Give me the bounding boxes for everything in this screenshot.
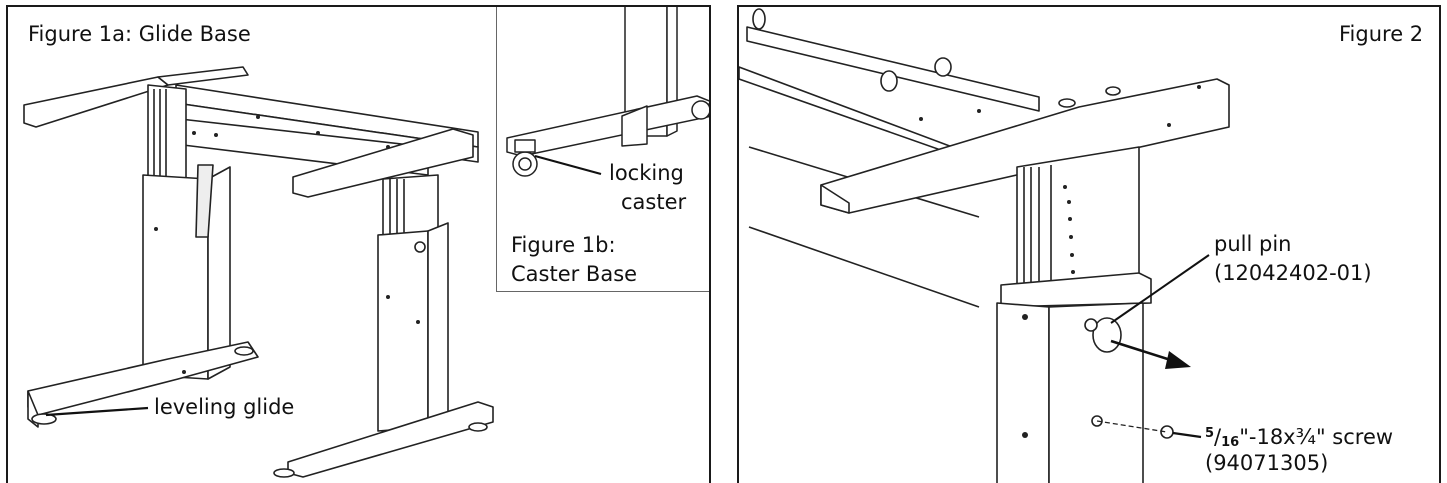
leveling-glide-leader	[45, 406, 149, 417]
figure-2-title: Figure 2	[1339, 22, 1424, 46]
pull-pin-part-number: (12042402-01)	[1214, 261, 1372, 285]
figure-1b-inset: locking caster Figure 1b: Caster Base	[496, 7, 709, 292]
pull-pin-label-line1: pull pin	[1214, 232, 1292, 256]
screw-leader	[1172, 431, 1202, 439]
figure-2-panel: Figure 2 pull pin (12042402-01) 5/16"-18…	[737, 5, 1441, 483]
screw-fraction-numerator: 5	[1205, 426, 1215, 441]
screw-spec: "-18x¾" screw	[1239, 425, 1394, 449]
pull-direction-arrow	[1110, 339, 1178, 364]
figure-1b-caption-line2: Caster Base	[511, 262, 638, 286]
caster-base-drawing	[506, 7, 709, 177]
locking-caster-label-line2: caster	[621, 190, 687, 214]
pull-arrowhead	[1165, 351, 1191, 369]
pull-pin-leader	[1110, 254, 1210, 324]
figure-1a-panel: Figure 1a: Glide Base leveling glide loc…	[6, 5, 711, 483]
glide-base-drawing	[23, 66, 494, 478]
column-pull-pin-drawing	[739, 8, 1230, 483]
screw-part-number: (94071305)	[1205, 451, 1329, 475]
locking-caster-label-line1: locking	[609, 161, 684, 185]
leveling-glide-label: leveling glide	[154, 395, 295, 419]
locking-caster-leader	[534, 154, 602, 176]
figure-1b-caption-line1: Figure 1b:	[511, 233, 616, 257]
figure-1a-title: Figure 1a: Glide Base	[28, 22, 251, 46]
screw-label-line1: 5/16"-18x¾" screw	[1205, 425, 1394, 450]
screw-fraction-denominator: 16	[1221, 435, 1240, 450]
